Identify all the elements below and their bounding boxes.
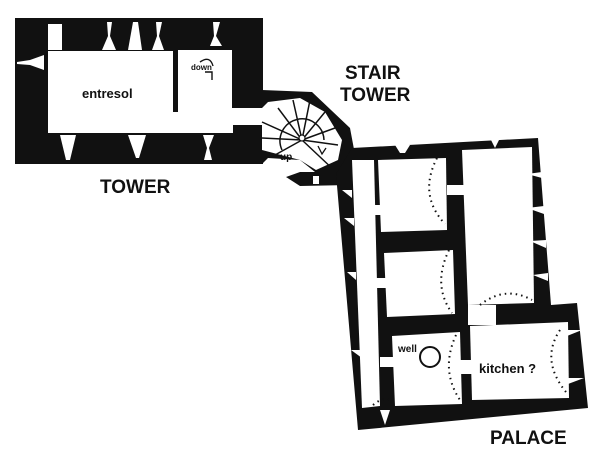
label-up: up	[280, 152, 292, 163]
stair-landing-room	[178, 50, 232, 122]
well-icon	[419, 346, 441, 368]
label-kitchen: kitchen ?	[479, 361, 536, 376]
label-down: down	[191, 63, 212, 72]
palace-window-slits	[342, 138, 584, 425]
room-2	[384, 250, 455, 317]
well-room	[392, 332, 462, 406]
tower-block	[15, 18, 264, 164]
door-swings	[372, 157, 567, 406]
label-entresol: entresol	[82, 86, 133, 101]
label-well: well	[397, 344, 417, 355]
up-arrow-icon	[317, 145, 327, 156]
kitchen-room	[470, 322, 569, 400]
label-stair-tower-2: TOWER	[340, 85, 411, 106]
spiral-stair	[261, 99, 339, 173]
label-tower: TOWER	[100, 177, 171, 198]
label-palace: PALACE	[490, 428, 567, 449]
down-arrow-icon	[199, 58, 214, 80]
stair-tower-block	[261, 90, 356, 186]
label-stair-tower-1: STAIR	[345, 63, 401, 84]
window-slits	[17, 22, 222, 160]
entresol-room	[48, 51, 173, 133]
palace-block	[336, 138, 588, 430]
corridor	[352, 160, 380, 408]
room-long	[462, 147, 534, 305]
room-1	[378, 158, 447, 232]
